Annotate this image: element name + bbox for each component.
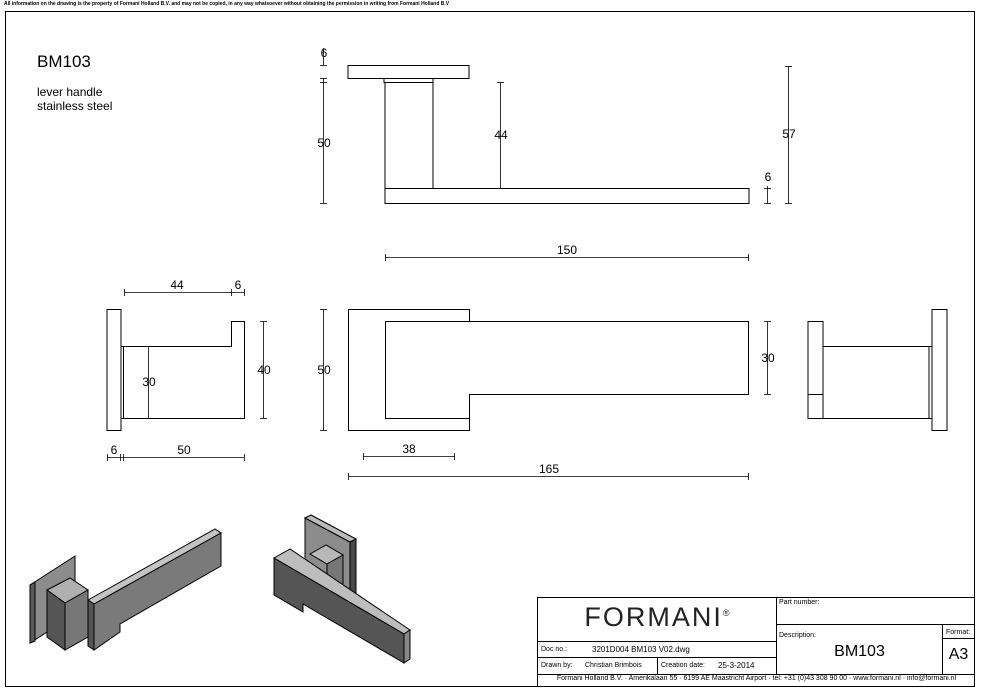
dim-front-total-length: 165 bbox=[538, 462, 560, 476]
side-view-left bbox=[106, 309, 245, 431]
part-number-label: Part number: bbox=[779, 599, 820, 606]
dim-top-neck-height: 44 bbox=[494, 128, 508, 142]
description-value: BM103 bbox=[834, 643, 885, 660]
doc-number-value: 3201D004 BM103 V02.dwg bbox=[592, 645, 690, 654]
top-view-neck bbox=[384, 82, 434, 189]
drawing-subtitle-material: stainless steel bbox=[37, 99, 113, 113]
isometric-view-right bbox=[272, 514, 411, 664]
disclaimer-text: All information on the drawing is the pr… bbox=[4, 1, 450, 7]
company-footer: Formani Holland B.V. · Amerikalaan 55 · … bbox=[556, 675, 957, 682]
dim-side-neck-depth: 44 bbox=[170, 278, 184, 292]
top-view-rose bbox=[347, 65, 470, 79]
isometric-view-left bbox=[29, 528, 222, 651]
description-label: Description: bbox=[779, 632, 816, 639]
creation-date-value: 25-3-2014 bbox=[718, 661, 755, 670]
dim-side-tip-depth: 6 bbox=[234, 278, 242, 292]
title-block bbox=[537, 597, 975, 687]
dim-top-overall-height: 57 bbox=[782, 127, 796, 141]
top-view bbox=[347, 65, 750, 204]
dim-top-total-height: 50 bbox=[317, 136, 331, 150]
format-value: A3 bbox=[948, 646, 969, 663]
side-view-left-dimensions bbox=[107, 289, 267, 461]
dim-side-tip-height: 40 bbox=[257, 363, 271, 377]
drawn-by-value: Christian Brimbois bbox=[585, 662, 642, 669]
drawing-title: BM103 bbox=[37, 52, 91, 71]
dim-top-rose-thickness: 6 bbox=[320, 46, 328, 60]
dim-front-rose-width: 38 bbox=[402, 442, 416, 456]
dim-side-total-length: 50 bbox=[177, 443, 191, 457]
drawing-frame bbox=[5, 11, 975, 687]
formani-logo: FORMANI® bbox=[584, 602, 730, 632]
top-view-lever bbox=[384, 188, 750, 204]
dim-top-lever-length: 150 bbox=[556, 243, 578, 257]
top-view-collar bbox=[383, 78, 434, 83]
dim-front-rose-height: 50 bbox=[317, 363, 331, 377]
drawing-subtitle-type: lever handle bbox=[37, 85, 103, 99]
dim-top-lever-thickness: 6 bbox=[764, 170, 772, 184]
top-view-dimensions bbox=[320, 48, 792, 261]
drawn-by-label: Drawn by: bbox=[541, 662, 573, 669]
dim-side-rose-thickness: 6 bbox=[110, 443, 118, 457]
creation-date-label: Creation date: bbox=[661, 662, 705, 669]
dim-side-neck-height: 30 bbox=[142, 375, 156, 389]
front-view bbox=[348, 309, 749, 431]
dim-front-lever-height: 30 bbox=[761, 351, 775, 365]
format-label: Format: bbox=[946, 629, 971, 636]
front-view-dimensions bbox=[320, 309, 771, 480]
side-view-right bbox=[807, 309, 948, 431]
doc-number-label: Doc no.: bbox=[541, 646, 568, 653]
